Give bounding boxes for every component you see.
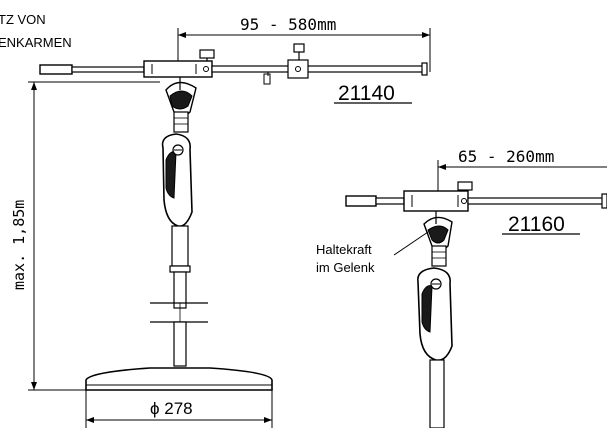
right-column [429, 359, 445, 428]
force-label-line2: im Gelenk [316, 260, 375, 275]
header-text-line2: ENKARMEN [0, 35, 72, 50]
left-part-number: 21140 [338, 82, 395, 105]
left-arm-dimension [177, 28, 431, 72]
right-swivel-joint [423, 211, 453, 267]
right-stand: 65 - 260mm 21160 Haltekraft [316, 147, 607, 428]
force-label-line1: Haltekraft [316, 242, 372, 257]
right-handle-grip [417, 267, 453, 362]
left-swivel-joint [165, 77, 197, 133]
left-height-label: max. 1,85m [10, 200, 28, 290]
header-text-line1: TZ VON [0, 12, 46, 27]
right-boom-arm [345, 181, 607, 212]
left-boom-arm [39, 43, 428, 85]
right-arm-range-label: 65 - 260mm [458, 147, 554, 166]
left-column [150, 225, 208, 367]
left-handle-grip [161, 133, 193, 228]
left-base [85, 367, 273, 391]
right-part-number: 21160 [508, 213, 565, 236]
right-arm-dimension [437, 160, 607, 193]
left-stand: 95 - 580mm 21140 [10, 15, 431, 428]
left-arm-range-label: 95 - 580mm [240, 15, 336, 34]
left-height-dimension [28, 81, 160, 391]
left-base-dimension [85, 390, 273, 428]
left-base-diameter-label: ϕ 278 [150, 399, 193, 418]
